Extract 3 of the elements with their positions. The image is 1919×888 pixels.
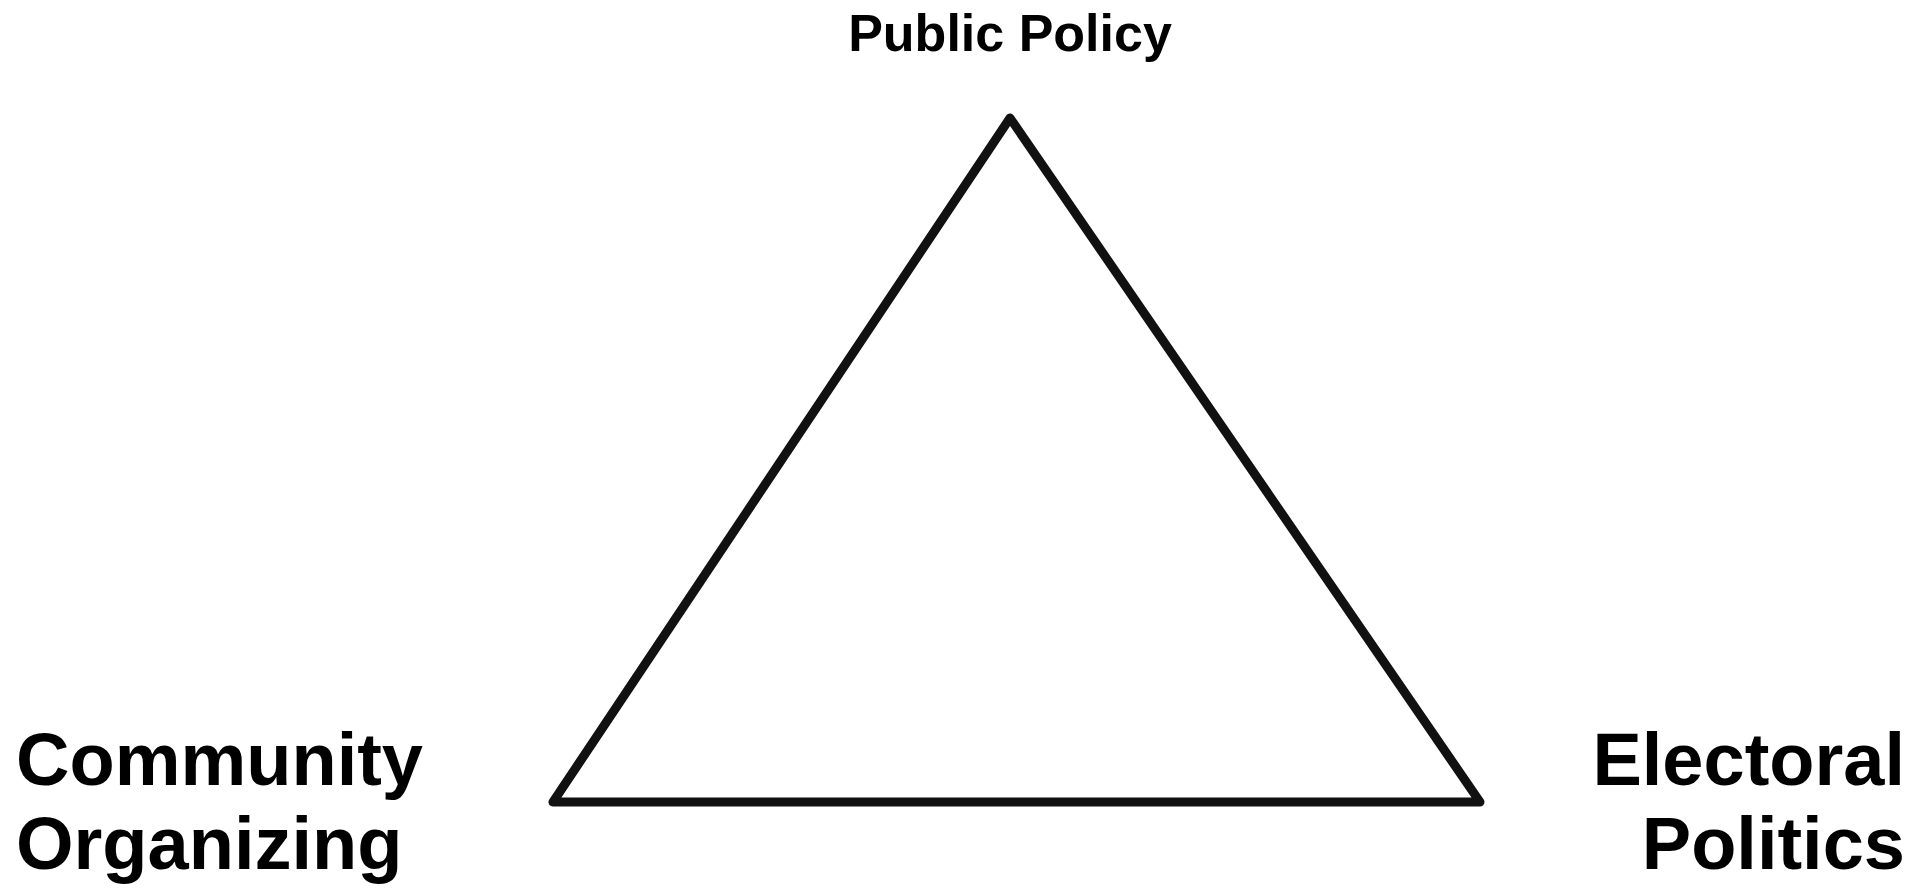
corner-label: Community Organizing bbox=[16, 718, 424, 886]
corner-label: Public Policy bbox=[847, 3, 1173, 64]
corner-label: Electoral Politics bbox=[1591, 718, 1905, 886]
